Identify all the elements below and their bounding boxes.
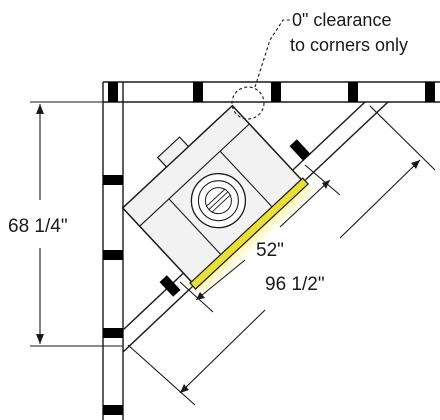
stud-marker-icon [103, 250, 123, 260]
unit-width-label: 52" [256, 240, 284, 261]
unit-top-box [156, 136, 190, 168]
front-trim [189, 177, 309, 290]
clearance-callout: 0" clearance to corners only [231, 10, 408, 120]
callout-leader [254, 19, 290, 88]
stud-marker-icon [271, 82, 281, 102]
stud-marker-icon [289, 139, 311, 161]
callout-line-2: to corners only [290, 35, 408, 55]
diagonal-length-dimension [127, 105, 436, 406]
wall-height-label: 68 1/4" [8, 216, 68, 237]
stud-marker-icon [348, 82, 358, 102]
dashed-circle-icon [231, 86, 265, 120]
wall-height-dimension [30, 101, 123, 347]
unit-width-dimension [179, 164, 341, 313]
stud-marker-icon [103, 328, 123, 338]
stud-marker-icon [103, 175, 123, 185]
stud-marker-icon [108, 82, 118, 102]
flue-collar-icon [190, 173, 247, 229]
stud-marker-icon [193, 82, 203, 102]
callout-line-1: 0" clearance [292, 10, 391, 30]
fireplace-unit [121, 104, 311, 293]
diagonal-length-label: 96 1/2" [265, 274, 325, 295]
stud-marker-icon [425, 82, 435, 102]
stud-marker-icon [103, 405, 123, 415]
